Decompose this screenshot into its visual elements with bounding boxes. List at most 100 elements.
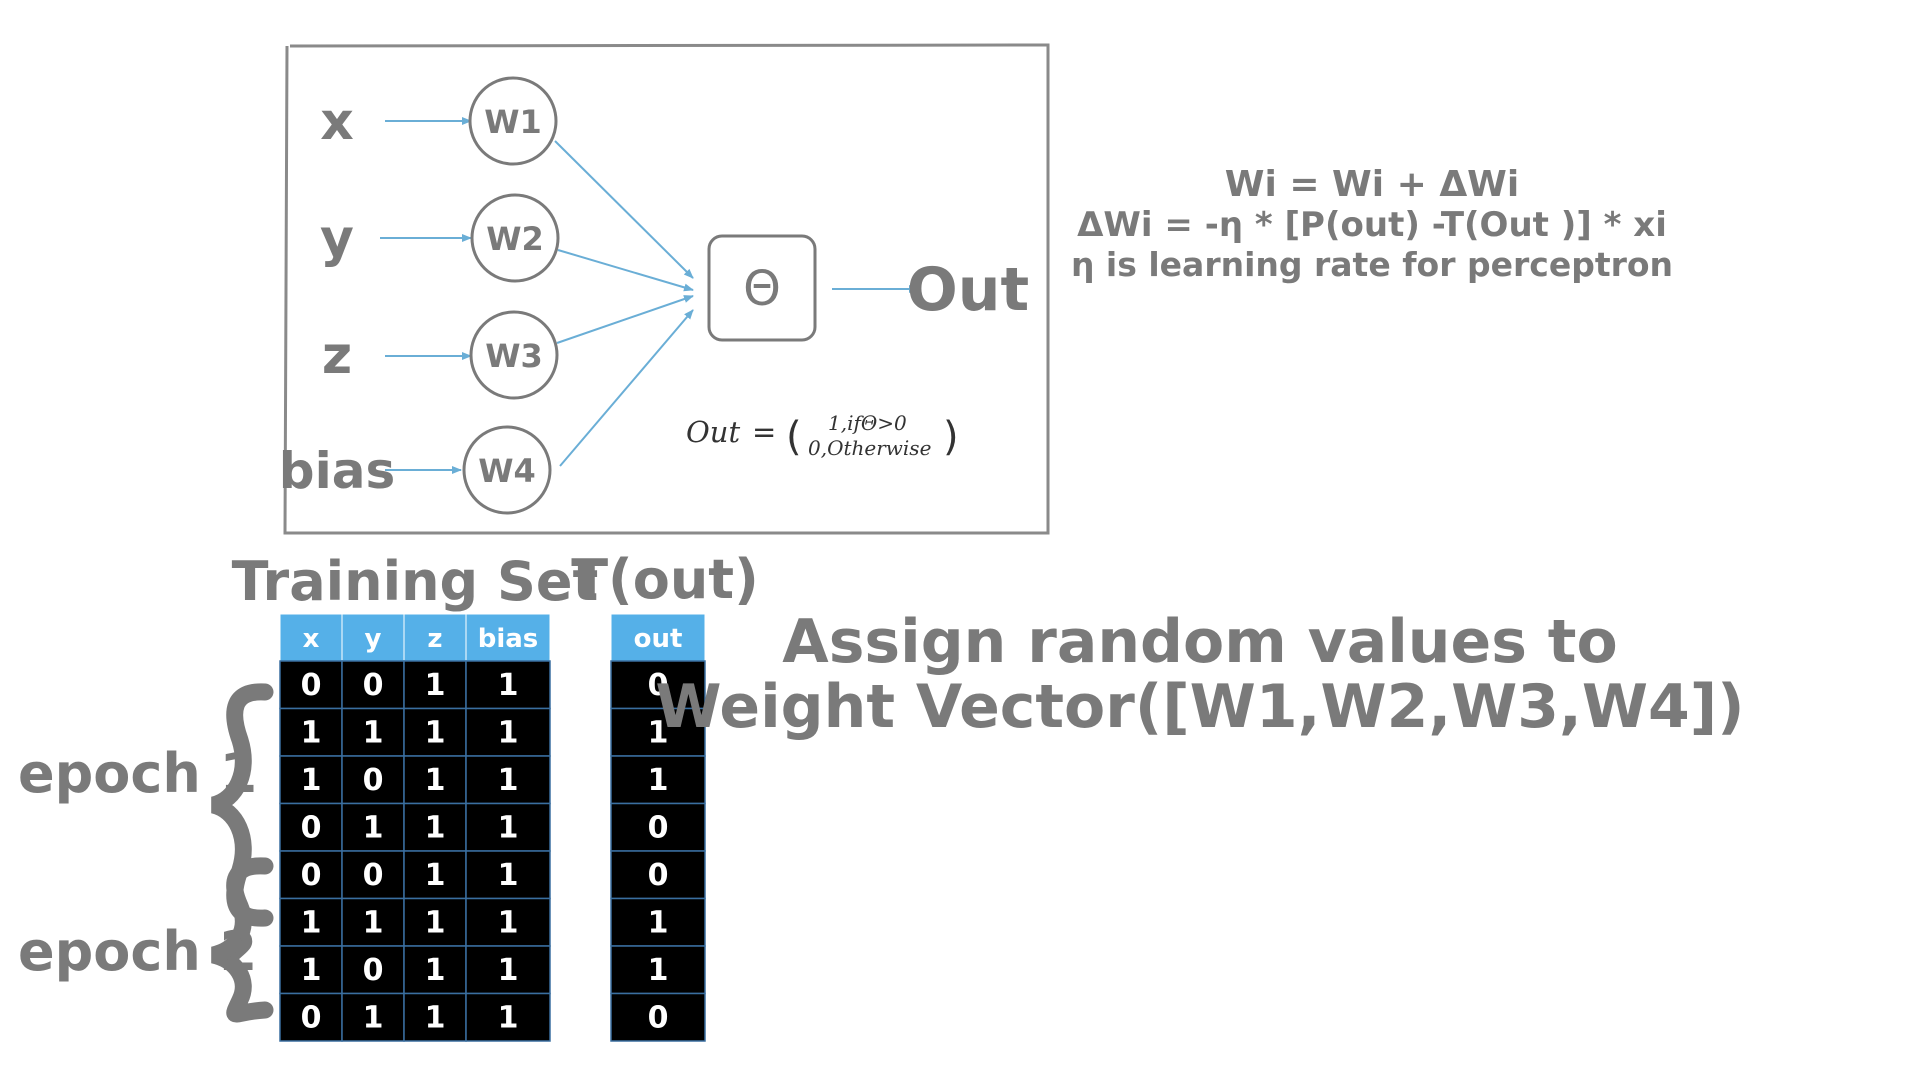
theta-symbol: Θ <box>743 261 781 317</box>
weight-arrow-w1 <box>554 140 694 279</box>
training-cell-value: 0 <box>301 1001 322 1036</box>
training-cell-value: 1 <box>363 906 384 941</box>
update-rule-line-3: η is learning rate for perceptron <box>1071 245 1673 284</box>
training-cell <box>465 755 551 805</box>
update-rule-line-2: ΔWi = -η * [P(out) -T(Out )] * xi <box>1077 205 1667 245</box>
target-cell <box>610 707 706 757</box>
training-cell-value: 1 <box>425 953 446 988</box>
training-header-bias: bias <box>478 624 539 654</box>
training-cell <box>465 945 551 995</box>
training-cell <box>279 660 343 710</box>
weight-arrow-w3 <box>556 295 694 344</box>
training-cell <box>403 992 467 1042</box>
perceptron-diagram: x y z bias W1 W2 W3 W4 <box>279 43 1050 535</box>
formula-close-paren: ) <box>943 414 959 460</box>
update-rule-line-1: Wi = Wi + ΔWi <box>1225 164 1519 205</box>
target-header-cell <box>610 613 706 662</box>
training-cell-value: 1 <box>498 668 519 703</box>
output-label: Out <box>907 255 1029 325</box>
target-cell-value: 1 <box>648 953 669 988</box>
weight-node-w2: W2 <box>470 193 560 283</box>
update-rule: Wi = Wi + ΔWi ΔWi = -η * [P(out) -T(Out … <box>1071 164 1673 284</box>
training-cell-value: 0 <box>363 953 384 988</box>
weight-node-w3: W3 <box>469 310 559 400</box>
training-cell-value: 1 <box>498 716 519 751</box>
epoch-2-brace <box>210 857 274 1023</box>
training-cell <box>341 945 405 995</box>
training-cell-value: 1 <box>425 858 446 893</box>
training-header-cell <box>403 613 467 662</box>
training-cell-value: 1 <box>425 811 446 846</box>
training-cell <box>279 755 343 805</box>
training-cell-value: 1 <box>498 763 519 798</box>
training-header-y: y <box>365 624 382 654</box>
training-cell <box>465 992 551 1042</box>
target-cell-value: 0 <box>648 1001 669 1036</box>
training-cell <box>403 850 467 900</box>
training-cell-value: 1 <box>425 906 446 941</box>
input-label-bias: bias <box>279 442 395 500</box>
weight-label-w2: W2 <box>486 220 544 258</box>
message-line-2: Weight Vector([W1,W2,W3,W4]) <box>655 672 1744 742</box>
training-cell <box>465 802 551 852</box>
epoch-1-label: epoch 1 <box>18 742 257 805</box>
formula-case-top: 1,ifΘ>0 <box>828 411 907 435</box>
training-header-cell <box>465 613 551 662</box>
target-cell-value: 0 <box>648 811 669 846</box>
epoch-2-group: epoch 2 <box>18 857 274 1023</box>
training-cell-value: 1 <box>301 953 322 988</box>
training-cell <box>403 707 467 757</box>
output-formula: Out = ( 1,ifΘ>0 0,Otherwise ) <box>686 411 959 460</box>
weight-arrow-w4 <box>559 309 694 467</box>
training-cell <box>341 897 405 947</box>
training-cell-value: 1 <box>425 716 446 751</box>
assign-weights-message: Assign random values to Weight Vector([W… <box>655 607 1744 742</box>
target-cell-value: 0 <box>648 858 669 893</box>
training-cell-value: 1 <box>363 716 384 751</box>
training-cell-value: 1 <box>425 763 446 798</box>
training-header-x: x <box>303 624 320 654</box>
training-cell-value: 0 <box>363 668 384 703</box>
diagram-frame <box>283 43 1050 535</box>
training-cell <box>403 755 467 805</box>
input-label-x: x <box>320 92 354 152</box>
training-cell-value: 1 <box>425 1001 446 1036</box>
target-cell <box>610 992 706 1042</box>
target-cell-value: 1 <box>648 906 669 941</box>
training-cell-value: 0 <box>301 668 322 703</box>
target-header-out: out <box>634 624 683 654</box>
epoch-1-group: epoch 1 <box>18 683 274 927</box>
training-cell <box>279 802 343 852</box>
training-cell-value: 1 <box>363 1001 384 1036</box>
target-cell <box>610 850 706 900</box>
formula-open-paren: ( <box>786 414 802 460</box>
training-cell-value: 0 <box>301 811 322 846</box>
training-cell-value: 1 <box>498 953 519 988</box>
training-cell-value: 1 <box>363 811 384 846</box>
weight-label-w3: W3 <box>485 337 543 375</box>
training-cell-value: 0 <box>363 858 384 893</box>
target-cell <box>610 660 706 710</box>
weight-label-w4: W4 <box>478 452 536 490</box>
training-header-z: z <box>427 624 442 654</box>
weight-label-w1: W1 <box>484 103 542 141</box>
input-label-y: y <box>320 209 354 269</box>
training-cell <box>465 660 551 710</box>
target-cell <box>610 755 706 805</box>
formula-equals: = <box>752 415 776 449</box>
weight-node-w4: W4 <box>462 425 552 515</box>
epoch-2-label: epoch 2 <box>18 920 257 983</box>
message-line-1: Assign random values to <box>782 607 1617 677</box>
training-cell-value: 1 <box>498 1001 519 1036</box>
training-cell-value: 0 <box>363 763 384 798</box>
activation-node: Θ <box>707 234 817 342</box>
weight-arrow-w2 <box>557 249 694 292</box>
training-cell <box>341 992 405 1042</box>
training-cell-value: 1 <box>498 811 519 846</box>
training-cell-value: 1 <box>425 668 446 703</box>
target-title: T(out) <box>571 548 759 611</box>
